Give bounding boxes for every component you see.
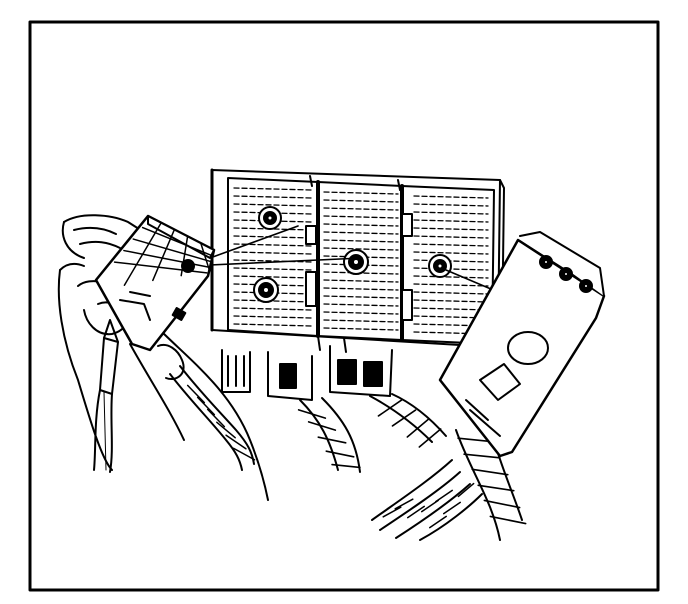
detail-line [413, 235, 489, 239]
detail-line [406, 418, 430, 438]
detail-line [413, 307, 489, 311]
detail-line [323, 247, 399, 251]
detail-line [483, 499, 521, 509]
detail-line [196, 396, 216, 416]
detail-line [186, 384, 206, 404]
connector-latch [507, 331, 549, 365]
detail-line [413, 331, 489, 335]
terminal-stud-2 [343, 249, 369, 275]
connector-right [438, 231, 606, 458]
detail-line [391, 409, 417, 427]
detail-line [233, 315, 313, 319]
detail-line [132, 238, 212, 263]
detail-line [413, 259, 489, 263]
detail-line [206, 408, 226, 428]
detail-line [323, 239, 399, 243]
detail-line [323, 231, 399, 235]
detail-line [406, 505, 426, 519]
detail-line [323, 279, 399, 283]
detail-line [323, 311, 399, 315]
detail-line [413, 323, 489, 327]
relay-block [210, 168, 505, 401]
detail-line [216, 421, 236, 439]
detail-line [457, 482, 475, 498]
detail-line [413, 219, 489, 223]
detail-line [413, 243, 489, 247]
test-probe [93, 319, 119, 473]
detail-line [233, 323, 313, 327]
detail-line [377, 399, 403, 417]
detail-line [233, 251, 313, 255]
figure-frame [28, 20, 660, 592]
detail-line [200, 242, 211, 272]
detail-line [233, 227, 313, 231]
detail-line [323, 287, 399, 291]
detail-line [413, 315, 489, 319]
detail-line [471, 468, 509, 476]
detail-line [382, 506, 402, 518]
detail-line [323, 215, 399, 219]
detail-line [233, 283, 313, 287]
detail-line [413, 211, 489, 215]
detail-line [413, 251, 489, 255]
fuse-module-left [227, 177, 319, 337]
wiring-harness [297, 393, 527, 541]
detail-line [413, 203, 489, 207]
connector-left [94, 214, 216, 352]
detail-line [323, 319, 399, 323]
block-lower-connectors [221, 335, 393, 401]
detail-line [413, 283, 489, 287]
detail-line [225, 434, 247, 450]
detail-line [413, 227, 489, 231]
detail-line [233, 219, 313, 223]
detail-line [331, 463, 361, 469]
detail-line [325, 450, 355, 458]
detail-line [233, 299, 313, 303]
detail-line [413, 275, 489, 279]
detail-line [477, 484, 515, 492]
detail-line [297, 409, 327, 419]
detail-line [307, 421, 337, 431]
detail-line [442, 501, 462, 515]
detail-line [233, 195, 313, 199]
detail-line [418, 428, 442, 448]
detail-line [233, 235, 313, 239]
detail-line [317, 436, 347, 444]
detail-line [323, 191, 399, 195]
detail-line [323, 207, 399, 211]
detail-line [434, 489, 454, 503]
test-lead-cable [157, 344, 256, 471]
detail-line [428, 515, 448, 529]
connector-pin [181, 259, 195, 273]
detail-line [233, 307, 313, 311]
detail-line [323, 223, 399, 227]
detail-line [141, 226, 213, 257]
detail-line [413, 291, 489, 295]
detail-line [323, 327, 399, 331]
terminal-stud-3 [428, 254, 452, 278]
detail-line [323, 199, 399, 203]
detail-line [152, 228, 176, 282]
detail-line [232, 447, 256, 461]
detail-line [233, 203, 313, 207]
detail-line [233, 187, 313, 191]
detail-line [323, 295, 399, 299]
detail-line [394, 498, 414, 510]
detail-line [413, 195, 489, 199]
detail-line [233, 291, 313, 295]
detail-line [463, 453, 501, 459]
terminal-stud-1 [258, 206, 282, 230]
terminal-stud-4 [253, 277, 279, 303]
detail-line [489, 515, 527, 525]
detail-line [233, 211, 313, 215]
detail-line [323, 303, 399, 307]
detail-line [233, 275, 313, 279]
detail-line [413, 299, 489, 303]
detail-line [233, 267, 313, 271]
